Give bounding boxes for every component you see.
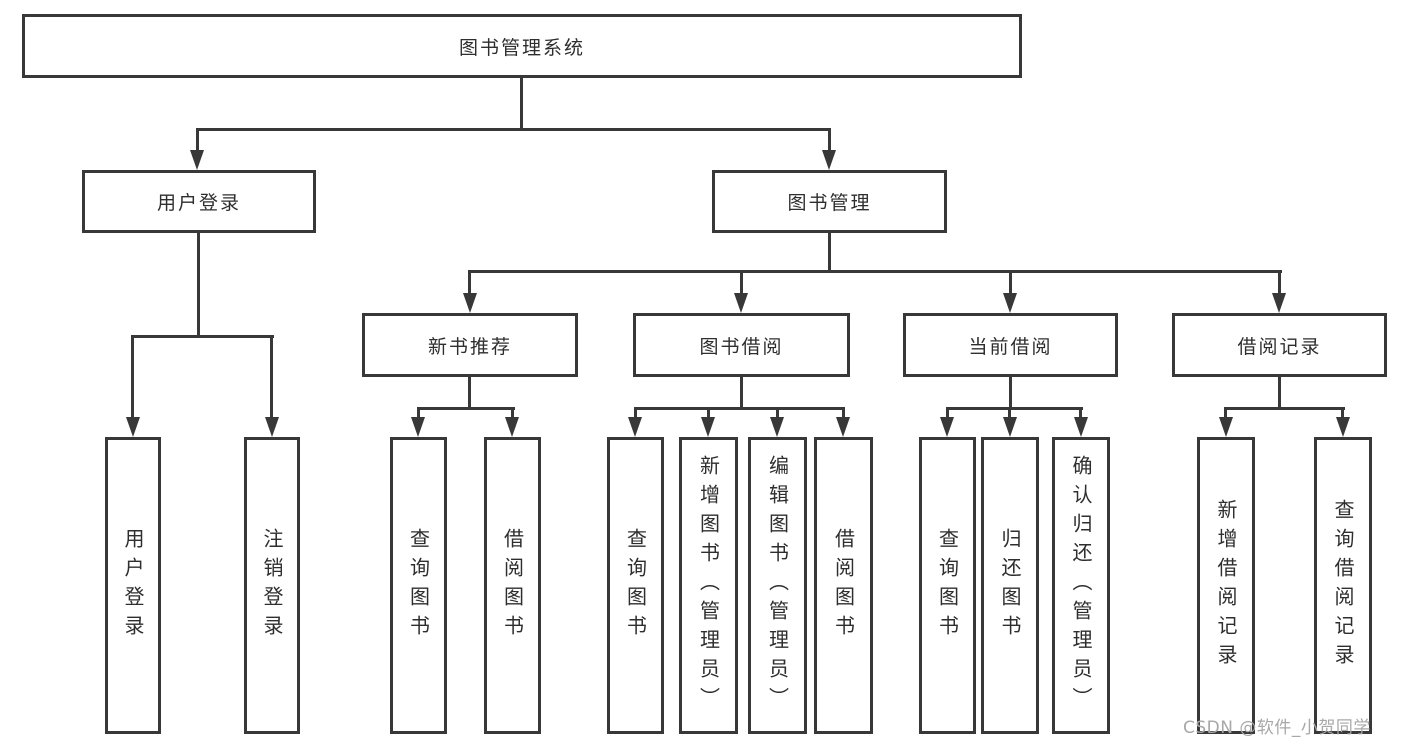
arrow-head-new-book-recommendation: [463, 293, 477, 313]
arrow-stem-user-login: [196, 128, 199, 154]
leaf-label: 借阅图书: [500, 527, 525, 644]
arrow-head-edit-book-admin: [770, 417, 784, 437]
arrow-stem-query-borrow-record: [1341, 407, 1344, 419]
connector-book-borrowing-stem: [740, 375, 743, 410]
csdn-watermark: CSDN @软件_小贺同学: [1183, 718, 1371, 738]
node-label: 图书管理: [787, 192, 872, 214]
leaf-add-book-admin: 新增图书（管理员）: [679, 437, 738, 734]
arrow-head-current-borrowing: [1003, 293, 1017, 313]
arrow-head-borrow-books-recommend: [505, 417, 519, 437]
node-label: 当前借阅: [968, 335, 1053, 358]
node-label: 借阅记录: [1237, 335, 1322, 358]
arrow-stem-confirm-return-admin: [1079, 407, 1082, 419]
connector-book-management-rail: [468, 270, 1282, 273]
leaf-label: 查询图书: [406, 527, 431, 644]
leaf-label: 编辑图书（管理员）: [765, 455, 790, 716]
leaf-query-books-borrowing: 查询图书: [607, 437, 664, 734]
leaf-logout: 注销登录: [244, 437, 300, 734]
connector-user-login-stem: [197, 231, 200, 337]
arrow-stem-query-books-borrowing: [634, 407, 637, 419]
connector-borrowing-records-stem: [1278, 375, 1281, 410]
node-label: 用户登录: [156, 192, 241, 214]
node-borrowing-records: 借阅记录: [1172, 313, 1387, 377]
leaf-confirm-return-admin: 确认归还（管理员）: [1052, 437, 1110, 734]
leaf-query-books-current: 查询图书: [919, 437, 976, 734]
node-new-book-recommendation: 新书推荐: [362, 313, 578, 377]
arrow-head-add-book-admin: [701, 417, 715, 437]
connector-root-stem: [520, 75, 523, 130]
arrow-head-query-books-current: [940, 417, 954, 437]
leaf-label: 查询借阅记录: [1331, 498, 1355, 673]
arrow-stem-edit-book-admin: [776, 407, 779, 419]
arrow-stem-add-book-admin: [707, 407, 710, 419]
arrow-stem-add-borrow-record: [1224, 407, 1227, 419]
leaf-label: 新增图书（管理员）: [696, 455, 721, 716]
node-user-login: 用户登录: [82, 170, 316, 233]
connector-new-book-stem: [468, 375, 471, 410]
leaf-label: 新增借阅记录: [1214, 498, 1238, 673]
node-label: 图书借阅: [699, 335, 784, 358]
connector-root-rail: [196, 128, 831, 131]
node-book-management: 图书管理: [712, 170, 947, 233]
node-root: 图书管理系统: [22, 14, 1022, 78]
arrow-stem-leaf-user-login: [131, 335, 134, 419]
connector-book-borrowing-rail: [634, 407, 845, 410]
arrow-stem-query-books-recommend: [417, 407, 420, 419]
arrow-stem-borrow-books-recommend: [511, 407, 514, 419]
leaf-label: 查询图书: [935, 527, 960, 644]
connector-user-login-rail: [131, 335, 274, 338]
leaf-label: 用户登录: [121, 527, 145, 644]
arrow-stem-new-book-recommendation: [468, 270, 471, 295]
arrow-stem-borrowing-records: [1278, 270, 1281, 295]
arrow-head-leaf-logout: [265, 417, 279, 437]
arrow-head-query-borrow-record: [1336, 417, 1350, 437]
arrow-stem-current-borrowing: [1009, 270, 1012, 295]
arrow-stem-borrow-books-borrowing: [842, 407, 845, 419]
arrow-stem-query-books-current: [946, 407, 949, 419]
arrow-head-leaf-user-login: [126, 417, 140, 437]
arrow-head-borrowing-records: [1272, 293, 1286, 313]
leaf-label: 归还图书: [998, 527, 1022, 644]
leaf-label: 借阅图书: [831, 527, 856, 644]
leaf-edit-book-admin: 编辑图书（管理员）: [748, 437, 807, 734]
node-label: 图书管理系统: [458, 36, 585, 59]
node-current-borrowing: 当前借阅: [903, 313, 1118, 377]
arrow-stem-leaf-logout: [270, 335, 273, 419]
leaf-borrow-books-recommend: 借阅图书: [484, 437, 541, 734]
leaf-return-book: 归还图书: [981, 437, 1039, 734]
arrow-head-book-borrowing: [734, 293, 748, 313]
connector-borrowing-records-rail: [1224, 407, 1345, 410]
arrow-stem-return-book: [1008, 407, 1011, 419]
arrow-head-add-borrow-record: [1219, 417, 1233, 437]
leaf-label: 确认归还（管理员）: [1069, 455, 1093, 716]
leaf-query-borrow-record: 查询借阅记录: [1314, 437, 1372, 734]
arrow-head-borrow-books-borrowing: [836, 417, 850, 437]
arrow-head-query-books-borrowing: [628, 417, 642, 437]
leaf-add-borrow-record: 新增借阅记录: [1197, 437, 1255, 734]
arrow-stem-book-management: [828, 128, 831, 154]
arrow-head-return-book: [1003, 417, 1017, 437]
arrow-stem-book-borrowing: [740, 270, 743, 295]
connector-book-management-stem: [828, 231, 831, 273]
arrow-head-user-login: [190, 150, 204, 170]
leaf-label: 查询图书: [623, 527, 648, 644]
connector-new-book-rail: [417, 407, 515, 410]
node-label: 新书推荐: [427, 335, 512, 358]
leaf-user-login: 用户登录: [105, 437, 161, 734]
arrow-head-query-books-recommend: [411, 417, 425, 437]
arrow-head-confirm-return-admin: [1074, 417, 1088, 437]
leaf-query-books-recommend: 查询图书: [390, 437, 447, 734]
leaf-borrow-books-borrowing: 借阅图书: [814, 437, 873, 734]
arrow-head-book-management: [822, 150, 836, 170]
node-book-borrowing: 图书借阅: [633, 313, 850, 377]
connector-current-borrowing-rail: [946, 407, 1083, 410]
connector-current-borrowing-stem: [1009, 375, 1012, 410]
leaf-label: 注销登录: [260, 527, 284, 644]
